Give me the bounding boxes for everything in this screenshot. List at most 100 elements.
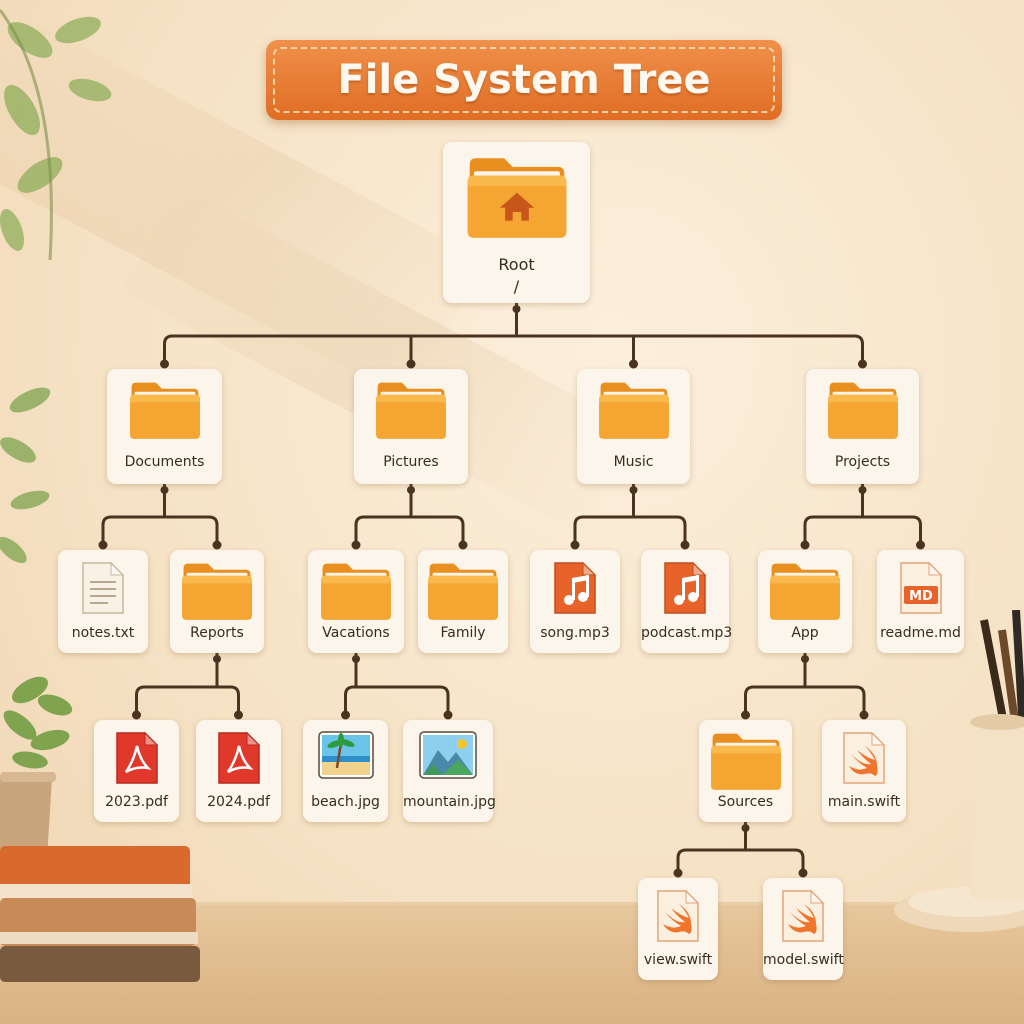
folder-icon xyxy=(425,560,501,626)
node-label: Documents xyxy=(124,454,205,470)
folder-icon xyxy=(318,560,394,626)
connector-dot xyxy=(858,359,867,369)
node-label: Sources xyxy=(717,794,774,810)
mountain-image-icon xyxy=(418,730,478,784)
node-label: mountain.jpg xyxy=(403,794,496,810)
tree-node-app[interactable]: App xyxy=(758,550,852,653)
tree-node-pdf2023[interactable]: 2023.pdf xyxy=(94,720,179,822)
tree-node-mainswift[interactable]: main.swift xyxy=(822,720,906,822)
tree-node-documents[interactable]: Documents xyxy=(107,369,222,484)
folder-icon xyxy=(179,560,255,626)
node-label: Root xyxy=(498,255,535,274)
beach-image-icon xyxy=(317,730,375,784)
folder-icon xyxy=(373,379,449,445)
connector-bus xyxy=(101,515,219,548)
connector-bus xyxy=(163,334,864,367)
connector-dot xyxy=(132,710,141,720)
tree-node-mountain[interactable]: mountain.jpg xyxy=(403,720,496,822)
node-label: Projects xyxy=(834,454,891,470)
connector-dot xyxy=(680,540,690,550)
connector-dot xyxy=(859,710,869,720)
text-file-icon xyxy=(80,560,126,620)
music-file-icon xyxy=(662,560,708,620)
pdf-file-icon xyxy=(114,730,160,790)
connector-dot xyxy=(98,540,108,550)
node-label: App xyxy=(791,625,819,641)
connector-dot xyxy=(858,486,867,494)
home-folder-icon xyxy=(463,154,571,244)
tree-node-reports[interactable]: Reports xyxy=(170,550,264,653)
connector-dot xyxy=(406,359,416,369)
connector-bus xyxy=(803,515,922,548)
node-path: / xyxy=(513,277,520,296)
pdf-file-icon xyxy=(216,730,262,790)
node-label: notes.txt xyxy=(71,625,135,641)
connector-dot xyxy=(741,710,750,720)
connector-dot xyxy=(212,540,222,550)
connector-dot xyxy=(352,655,360,663)
tree-node-notes[interactable]: notes.txt xyxy=(58,550,148,653)
tree-node-readme[interactable]: MD readme.md xyxy=(877,550,964,653)
connector-dot xyxy=(916,540,925,550)
node-label: Family xyxy=(440,625,486,641)
node-label: 2024.pdf xyxy=(207,794,270,810)
node-label: song.mp3 xyxy=(540,625,610,641)
connector-dot xyxy=(160,359,169,369)
tree-node-projects[interactable]: Projects xyxy=(806,369,919,484)
tree-node-modelswift[interactable]: model.swift xyxy=(763,878,844,980)
node-label: Reports xyxy=(190,625,244,641)
node-label: main.swift xyxy=(827,794,901,810)
folder-icon xyxy=(596,379,672,445)
connector-dot xyxy=(160,486,169,494)
connector-dot xyxy=(570,540,580,550)
tree-node-podcast[interactable]: podcast.mp3 xyxy=(641,550,733,653)
connector-dot xyxy=(798,868,808,878)
tree-node-vacations[interactable]: Vacations xyxy=(308,550,404,653)
diagram-title: File System Tree xyxy=(337,57,711,103)
music-file-icon xyxy=(552,560,598,620)
folder-icon xyxy=(825,379,901,445)
connector-dot xyxy=(458,540,468,550)
node-label: readme.md xyxy=(880,625,961,641)
node-label: beach.jpg xyxy=(311,794,380,810)
connector-dot xyxy=(800,540,810,550)
connector-dot xyxy=(801,655,809,663)
connector-dot xyxy=(673,868,683,878)
markdown-file-icon: MD xyxy=(898,560,944,620)
tree-node-song[interactable]: song.mp3 xyxy=(530,550,620,653)
connector-dot xyxy=(512,305,521,313)
connector-dot xyxy=(234,710,243,720)
node-label: Music xyxy=(613,454,654,470)
connector-bus xyxy=(676,848,805,876)
node-label: podcast.mp3 xyxy=(641,625,733,641)
tree-node-viewswift[interactable]: view.swift xyxy=(638,878,718,980)
node-label: model.swift xyxy=(763,952,844,968)
folder-icon xyxy=(127,379,203,445)
swift-file-icon xyxy=(655,888,701,948)
tree-node-music[interactable]: Music xyxy=(577,369,690,484)
swift-file-icon xyxy=(841,730,887,790)
connector-dot xyxy=(407,486,415,494)
tree-node-sources[interactable]: Sources xyxy=(699,720,792,822)
tree-node-pdf2024[interactable]: 2024.pdf xyxy=(196,720,281,822)
swift-file-icon xyxy=(780,888,826,948)
node-label: Pictures xyxy=(383,454,439,470)
folder-icon xyxy=(767,560,843,626)
tree-node-root[interactable]: Root / xyxy=(443,142,590,303)
tree-node-pictures[interactable]: Pictures xyxy=(354,369,468,484)
connector-dot xyxy=(741,824,750,832)
title-banner: File System Tree xyxy=(266,40,782,120)
connector-dot xyxy=(213,655,221,663)
connector-dot xyxy=(351,540,361,550)
connector-dot xyxy=(443,710,453,720)
node-label: view.swift xyxy=(643,952,713,968)
tree-node-beach[interactable]: beach.jpg xyxy=(303,720,388,822)
node-label: Vacations xyxy=(322,625,390,641)
connector-bus xyxy=(354,515,465,548)
connector-dot xyxy=(629,359,638,369)
svg-text:MD: MD xyxy=(909,589,933,604)
connector-dot xyxy=(341,710,350,720)
connector-bus xyxy=(344,685,450,718)
tree-node-family[interactable]: Family xyxy=(418,550,508,653)
